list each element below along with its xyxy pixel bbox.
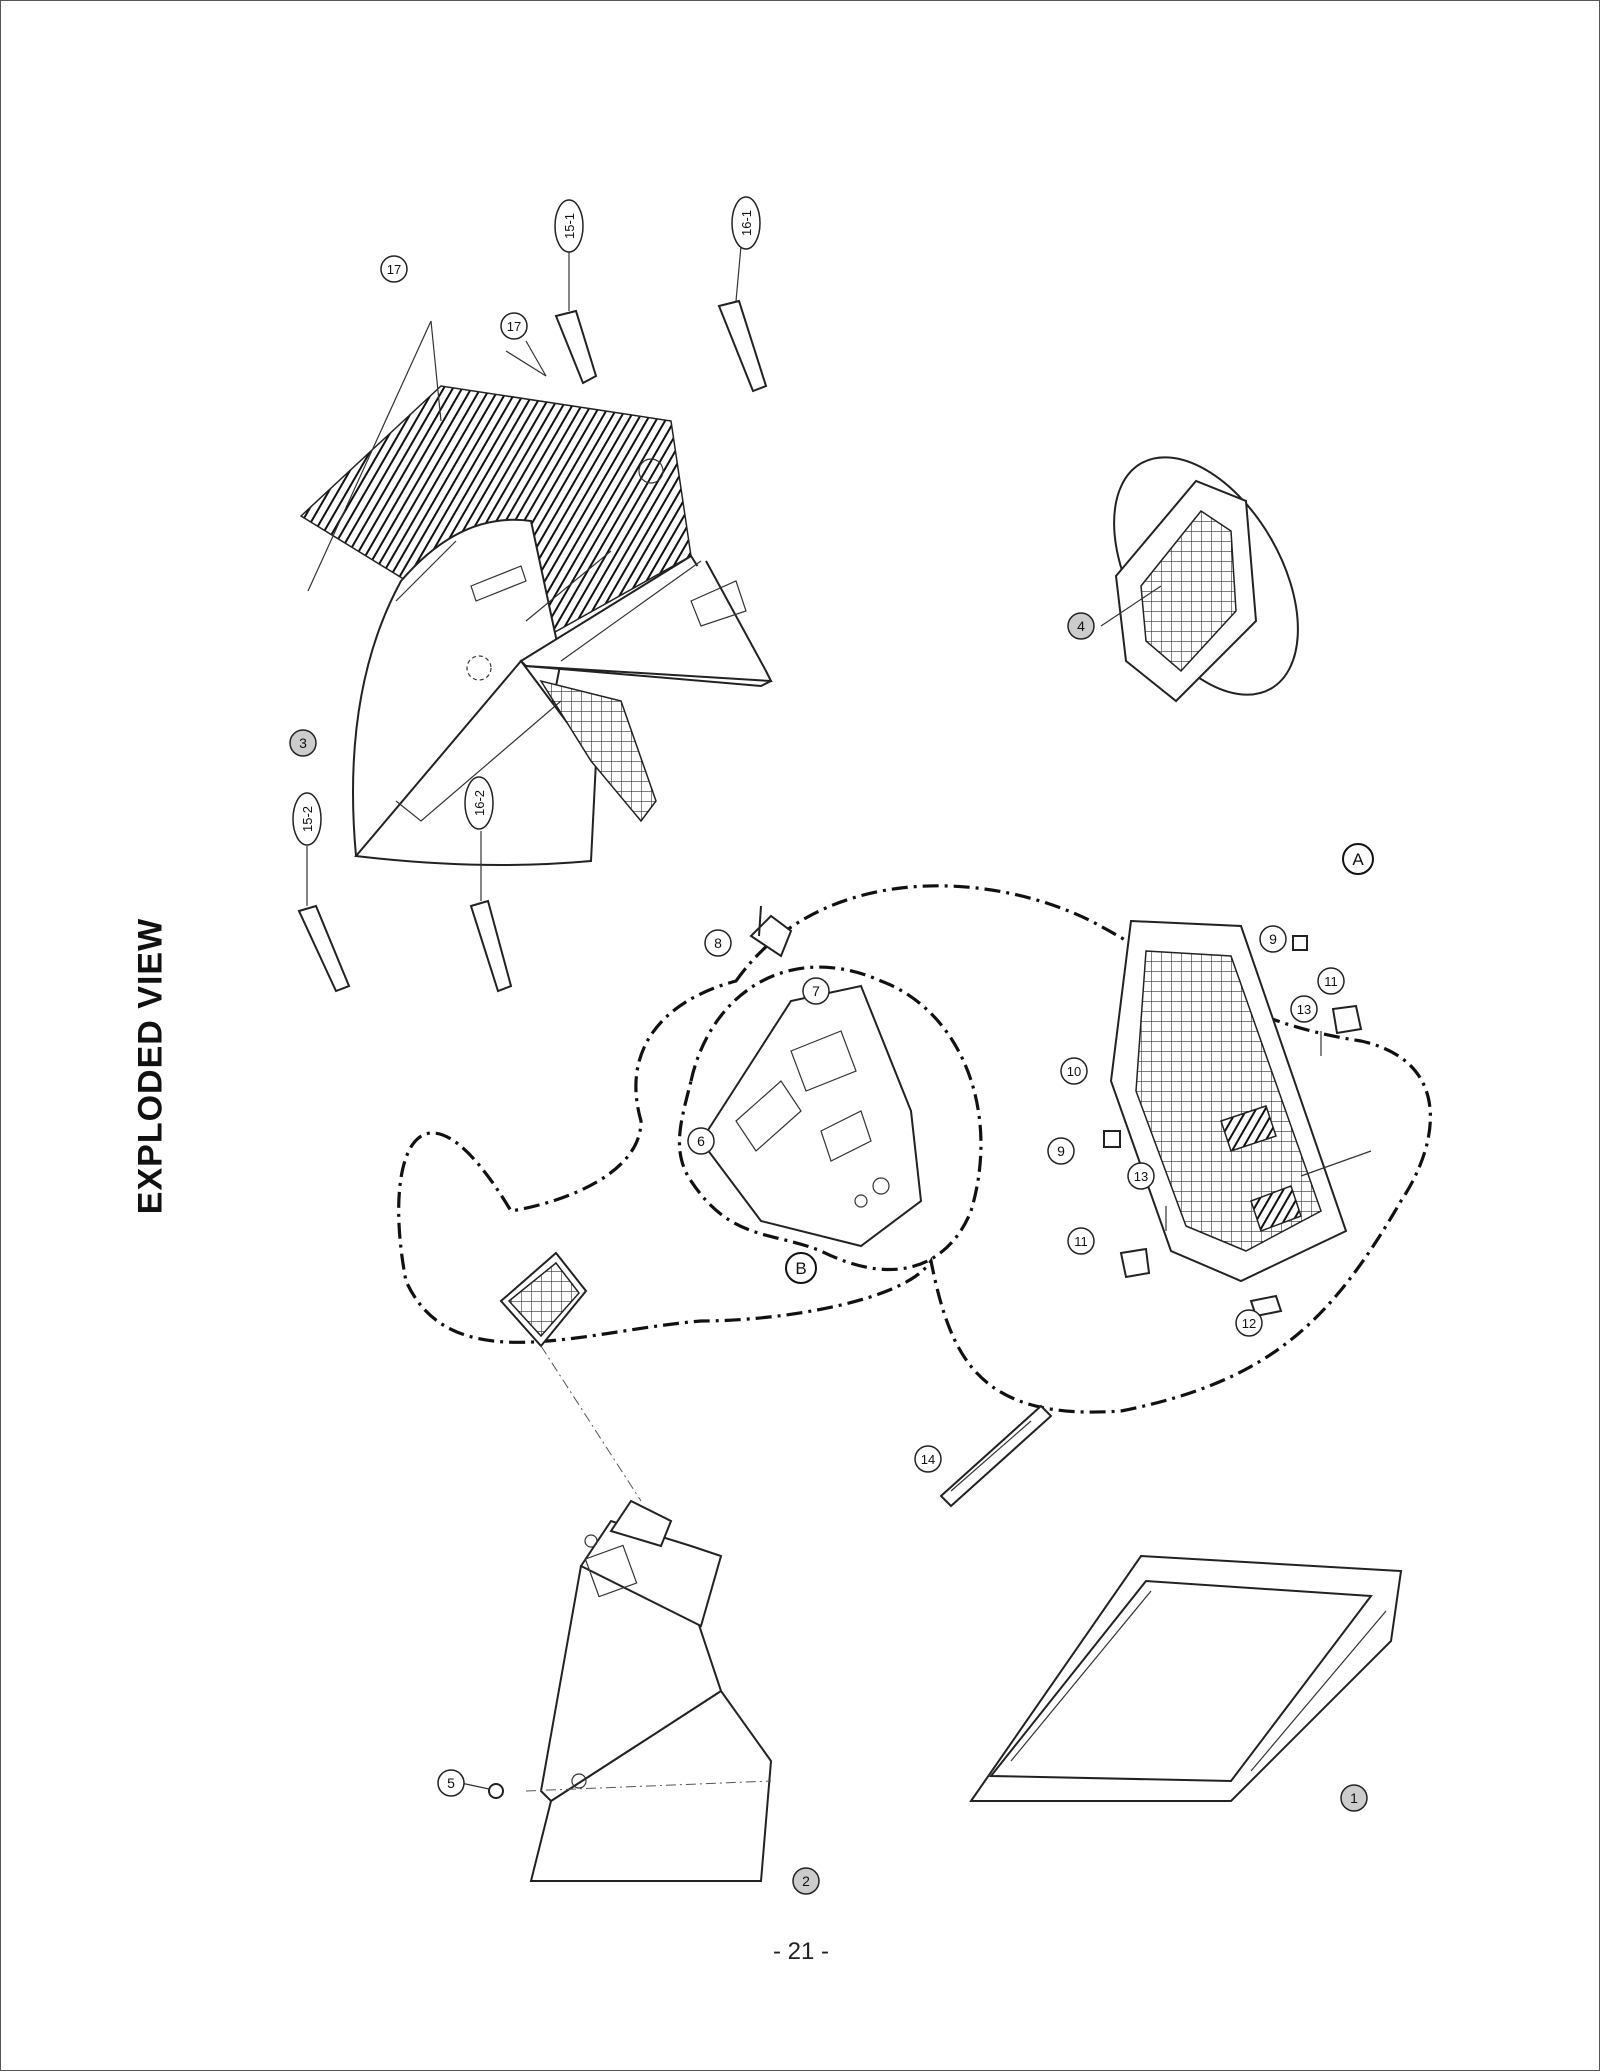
callout-5-label: 5 — [447, 1775, 455, 1791]
callout-15-2: 15-2 — [292, 792, 322, 846]
bracket-15-2 — [297, 846, 351, 993]
callout-10-label: 10 — [1067, 1064, 1081, 1079]
callout-11a: 11 — [1067, 1227, 1095, 1255]
callout-11b-label: 11 — [1324, 974, 1338, 989]
callout-1: 1 — [1340, 1784, 1368, 1812]
callout-6: 6 — [687, 1127, 715, 1155]
callout-1-label: 1 — [1350, 1790, 1358, 1806]
back-cover — [299, 320, 773, 866]
subassembly-boundary-b — [677, 965, 983, 1272]
callout-17a-label: 17 — [387, 262, 401, 277]
callout-2: 2 — [792, 1867, 820, 1895]
callout-17b: 17 — [500, 312, 528, 340]
callout-11b: 11 — [1317, 967, 1345, 995]
callout-5: 5 — [437, 1769, 465, 1797]
screw-5 — [460, 1782, 504, 1799]
main-chassis — [1109, 919, 1372, 1283]
callout-16-1-label: 16-1 — [739, 210, 754, 236]
callout-6-label: 6 — [697, 1133, 705, 1149]
shield-board — [499, 1251, 642, 1502]
callout-13a-label: 13 — [1134, 1169, 1148, 1184]
callout-10: 10 — [1060, 1057, 1088, 1085]
callout-9b: 9 — [1259, 925, 1287, 953]
assembly-marker-a-label: A — [1352, 850, 1364, 869]
callout-16-1: 16-1 — [731, 196, 761, 250]
stand — [1100, 456, 1299, 703]
callout-14-label: 14 — [921, 1452, 935, 1467]
callout-7-label: 7 — [812, 983, 820, 999]
callout-17b-label: 17 — [507, 319, 521, 334]
callout-13b-label: 13 — [1297, 1002, 1311, 1017]
control-board — [939, 1404, 1053, 1508]
callout-9a-label: 9 — [1057, 1143, 1065, 1159]
callout-14: 14 — [914, 1445, 942, 1473]
callout-9a: 9 — [1047, 1137, 1075, 1165]
page-number: - 21 - — [772, 1938, 829, 1965]
callout-4: 4 — [1067, 612, 1095, 640]
bracket-16-1 — [717, 245, 768, 393]
callout-17a: 17 — [380, 255, 408, 283]
callout-12-label: 12 — [1242, 1316, 1256, 1331]
assembly-marker-a: A — [1342, 843, 1374, 875]
small-parts — [1103, 935, 1363, 1318]
callout-9b-label: 9 — [1269, 931, 1277, 947]
callout-7: 7 — [802, 977, 830, 1005]
bracket-15-1 — [554, 251, 598, 385]
callout-3-label: 3 — [299, 735, 307, 751]
callout-16-2: 16-2 — [464, 776, 494, 830]
callout-13b: 13 — [1290, 995, 1318, 1023]
callout-15-1: 15-1 — [554, 199, 584, 253]
callout-15-1-label: 15-1 — [562, 213, 577, 239]
callout-3: 3 — [289, 729, 317, 757]
bracket-16-2 — [469, 831, 513, 993]
assembly-marker-b: B — [785, 1252, 817, 1284]
flyback — [749, 905, 793, 958]
callout-12: 12 — [1235, 1309, 1263, 1337]
callout-8: 8 — [704, 929, 732, 957]
callout-15-2-label: 15-2 — [300, 806, 315, 832]
assembly-marker-b-label: B — [795, 1259, 806, 1278]
sub-pcb-b — [699, 984, 923, 1248]
callout-8-label: 8 — [714, 935, 722, 951]
callout-11a-label: 11 — [1074, 1234, 1088, 1249]
callout-2-label: 2 — [802, 1873, 810, 1889]
callout-16-2-label: 16-2 — [472, 790, 487, 816]
crt-tube — [525, 1499, 773, 1882]
callout-13a: 13 — [1127, 1162, 1155, 1190]
front-cabinet — [969, 1554, 1403, 1802]
callout-4-label: 4 — [1077, 618, 1085, 634]
